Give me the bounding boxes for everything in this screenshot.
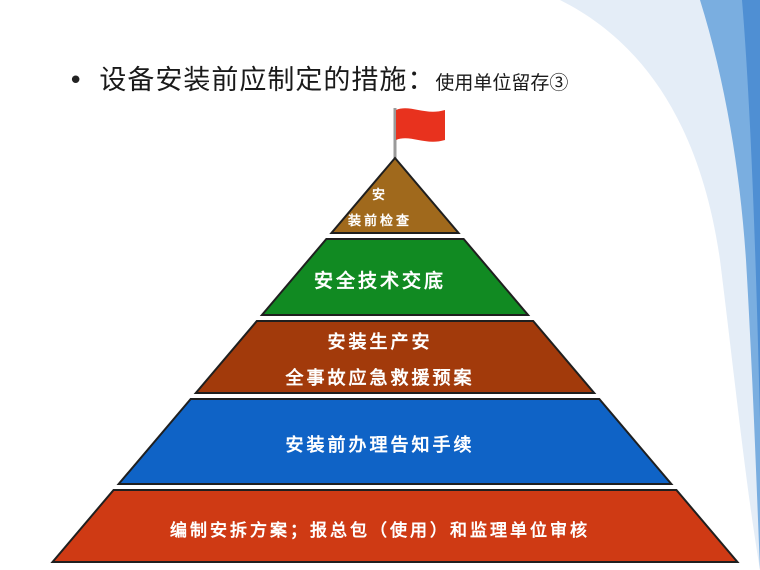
pyramid-tier-3-label: 全事故应急救援预案 bbox=[285, 368, 475, 389]
slide-title: • 设备安装前应制定的措施： 使用单位留存③ bbox=[68, 58, 568, 102]
background-wave-light bbox=[560, 0, 760, 570]
pyramid-tier-5-label: 编制安拆方案；报总包（使用）和监理单位审核 bbox=[170, 520, 590, 541]
title-sub-text: 使用单位留存③ bbox=[435, 72, 569, 94]
pyramid-tier-3-label: 安装生产安 bbox=[327, 332, 433, 353]
pyramid-tier-4 bbox=[116, 398, 674, 485]
pyramid-tier-1-label: 装前检查 bbox=[347, 214, 412, 229]
pyramid-tier-4-label: 安装前办理告知手续 bbox=[285, 434, 475, 456]
pyramid-tier-5 bbox=[50, 489, 740, 563]
pyramid-tier-2 bbox=[259, 238, 531, 316]
title-main-text: 设备安装前应制定的措施： bbox=[99, 65, 436, 96]
pyramid-tier-2-label: 安全技术交底 bbox=[313, 269, 446, 292]
flag-icon bbox=[396, 108, 445, 142]
pyramid-tier-1-label: 安 bbox=[371, 188, 388, 203]
pyramid-tier-1 bbox=[329, 156, 461, 234]
background-wave-mid bbox=[742, 0, 760, 420]
pyramid bbox=[50, 156, 740, 563]
pyramid-tier-3 bbox=[193, 320, 597, 394]
bullet-icon: • bbox=[68, 66, 84, 96]
background-wave-dark bbox=[700, 0, 760, 570]
